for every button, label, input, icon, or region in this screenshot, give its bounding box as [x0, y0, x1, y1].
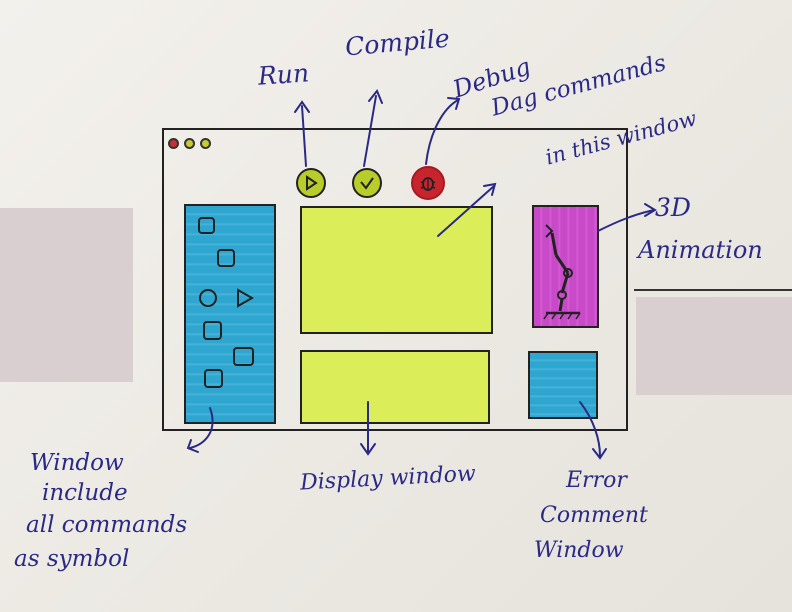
redacted-block-right	[636, 297, 792, 395]
commands-window-label-line3: all commands	[26, 512, 188, 538]
command-square-icon	[204, 369, 223, 388]
window-zoom-dot[interactable]	[200, 138, 211, 149]
command-symbols	[198, 217, 255, 388]
robot-arm-icon	[543, 224, 581, 320]
command-triangle-icon	[237, 288, 255, 308]
animation-label: Animation	[638, 236, 763, 264]
check-icon	[360, 177, 374, 190]
bug-icon	[420, 177, 436, 191]
commands-window-label-line4: as symbol	[14, 546, 130, 572]
commands-panel[interactable]	[184, 204, 276, 424]
window-minimize-dot[interactable]	[184, 138, 195, 149]
workspace-panel[interactable]	[300, 206, 493, 334]
redacted-block-left	[0, 208, 133, 382]
commands-window-label-line1: Window	[30, 450, 124, 476]
command-circle-icon	[199, 289, 217, 307]
commands-window-label-line2: include	[42, 480, 128, 506]
divider-line	[634, 289, 792, 291]
run-label: Run	[257, 58, 310, 91]
debug-button[interactable]	[411, 166, 445, 200]
display-panel[interactable]	[300, 350, 490, 424]
app-window-frame	[162, 128, 628, 431]
command-square-icon	[217, 249, 235, 267]
error-window-label-line3: Window	[534, 538, 624, 563]
play-icon	[306, 175, 318, 191]
animation-panel[interactable]	[532, 205, 599, 328]
error-window-label-line1: Error	[566, 468, 627, 493]
window-close-dot[interactable]	[168, 138, 179, 149]
command-square-icon	[198, 217, 215, 234]
error-comment-panel[interactable]	[528, 351, 598, 419]
run-button[interactable]	[296, 168, 326, 198]
compile-button[interactable]	[352, 168, 382, 198]
command-square-icon	[233, 347, 254, 366]
error-window-label-line2: Comment	[540, 503, 648, 528]
three-d-label: 3D	[655, 193, 691, 222]
command-square-icon	[203, 321, 222, 340]
